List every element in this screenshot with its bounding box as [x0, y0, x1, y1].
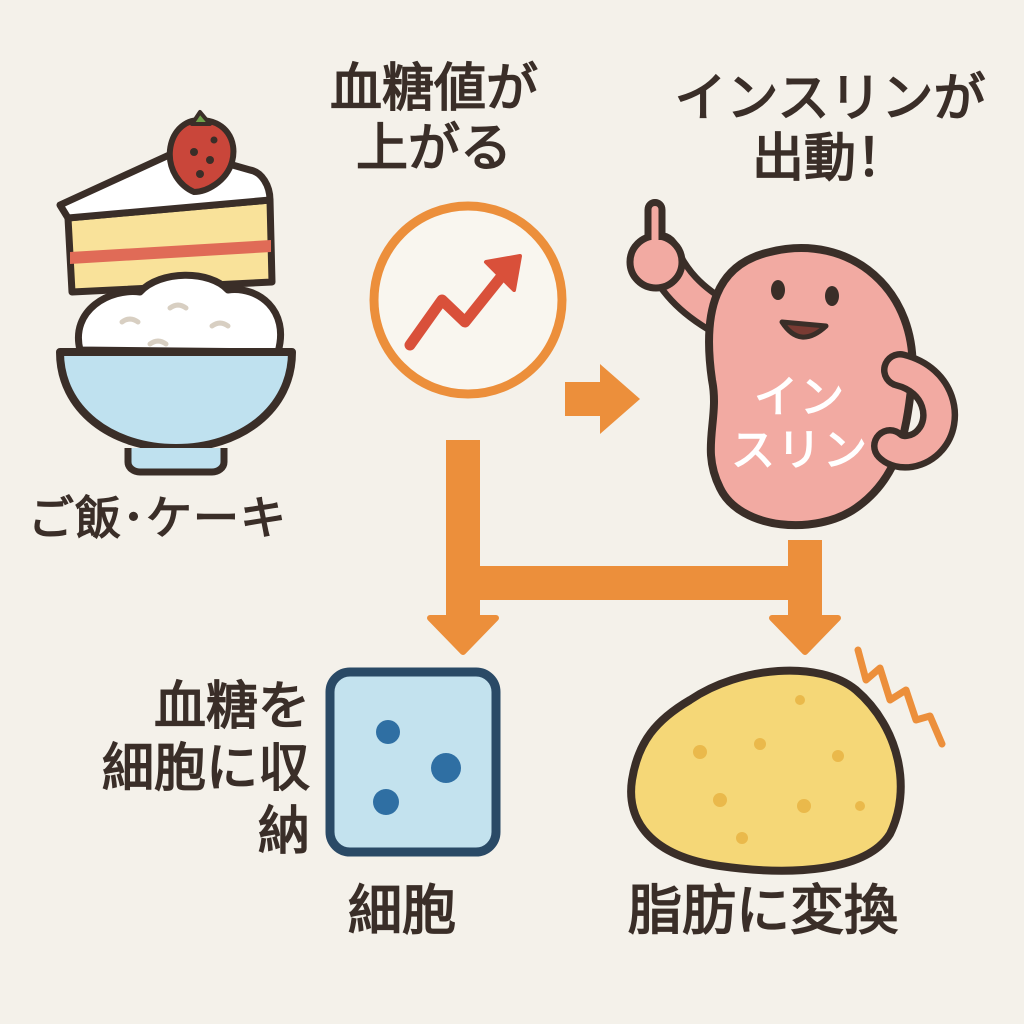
- label-blood-sugar-rise-line1: 血糖値が: [330, 59, 539, 119]
- zigzag-alert-icon: [854, 646, 946, 748]
- insulin-body-label-line2: スリン: [731, 424, 869, 476]
- insulin-character-icon: [626, 199, 959, 530]
- insulin-body-label-line1: イン: [754, 372, 846, 423]
- label-blood-sugar-rise: 血糖値が 上がる: [330, 59, 539, 180]
- arrow-to-insulin: [565, 364, 640, 434]
- fat-blob-icon: [627, 666, 905, 875]
- strawberry-shortcake-icon: [56, 110, 276, 296]
- label-insulin-dispatch-line2: 出動！: [751, 128, 908, 189]
- label-store-in-cells-line2: 細胞に収: [101, 739, 310, 800]
- cell-icon: [325, 667, 501, 857]
- label-store-in-cells-line3: 納: [257, 801, 310, 862]
- label-food: ご飯･ケーキ: [28, 491, 287, 545]
- label-fat-conversion: 脂肪に変換: [628, 879, 898, 942]
- rice-bowl-icon: [56, 271, 296, 476]
- rising-trend-icon: [369, 201, 567, 399]
- label-store-in-cells: 血糖を 細胞に収 納: [60, 676, 310, 863]
- insulin-body-label: イン スリン: [730, 372, 870, 478]
- label-blood-sugar-rise-line2: 上がる: [356, 118, 513, 179]
- label-cell: 細胞: [348, 879, 456, 942]
- label-insulin-dispatch: インスリンが 出動！: [660, 69, 1000, 190]
- branch-arrows: [427, 440, 841, 655]
- label-store-in-cells-line1: 血糖を: [153, 677, 310, 737]
- label-insulin-dispatch-line1: インスリンが: [674, 69, 986, 129]
